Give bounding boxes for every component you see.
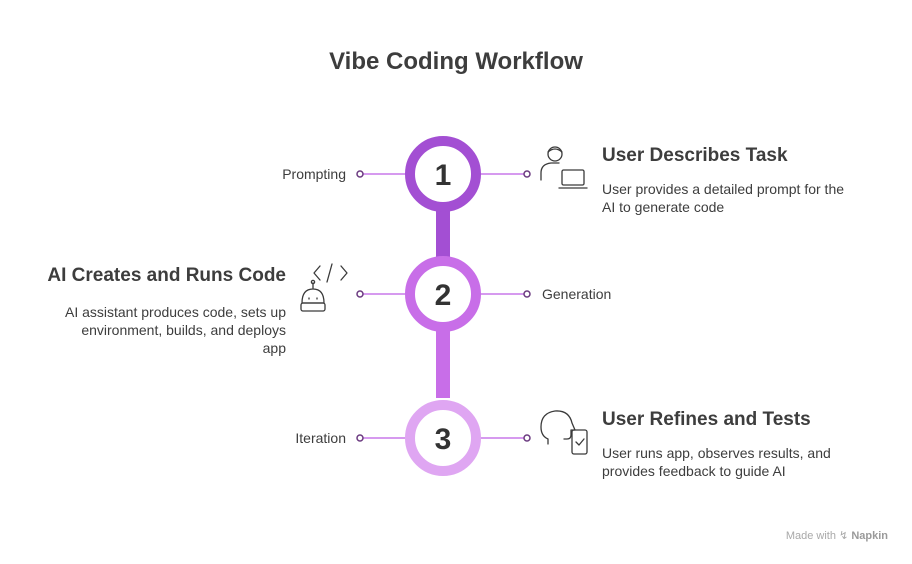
- step2-left-dot: [356, 290, 364, 298]
- step1-node: 1: [405, 136, 481, 212]
- step2-number: 2: [435, 279, 452, 312]
- step1-number: 1: [435, 159, 452, 192]
- step3-node: 3: [405, 400, 481, 476]
- robot-code-icon: [300, 263, 348, 312]
- step1-description: User provides a detailed prompt for the …: [602, 181, 845, 215]
- step3-number: 3: [435, 423, 452, 456]
- step1-left-dot: [356, 170, 364, 178]
- step3-side-label: Iteration: [295, 430, 346, 446]
- head-phone-check-icon: [540, 410, 588, 455]
- watermark-prefix: Made with: [785, 530, 836, 542]
- step3-left-dot: [356, 434, 364, 442]
- step1-right-dot: [523, 170, 531, 178]
- step2-title: AI Creates and Runs Code: [47, 265, 286, 286]
- step3-description: User runs app, observes results, and pro…: [602, 445, 831, 479]
- step3-right-dot: [523, 434, 531, 442]
- napkin-logo-icon: ↯: [839, 530, 849, 542]
- step2-node: 2: [405, 256, 481, 332]
- step3-title: User Refines and Tests: [602, 409, 811, 430]
- user-laptop-icon: [540, 146, 588, 189]
- step2-side-label: Generation: [542, 286, 612, 302]
- step2-description: AI assistant produces code, sets up envi…: [64, 304, 286, 356]
- connector-1-2: [436, 208, 450, 264]
- connector-2-3: [436, 330, 450, 398]
- step2-right-dot: [523, 290, 531, 298]
- page-title: Vibe Coding Workflow: [329, 48, 583, 75]
- step1-title: User Describes Task: [602, 145, 788, 166]
- step1-side-label: Prompting: [282, 166, 346, 182]
- watermark-brand: Napkin: [851, 530, 888, 542]
- napkin-watermark[interactable]: Made with ↯ Napkin: [786, 529, 888, 542]
